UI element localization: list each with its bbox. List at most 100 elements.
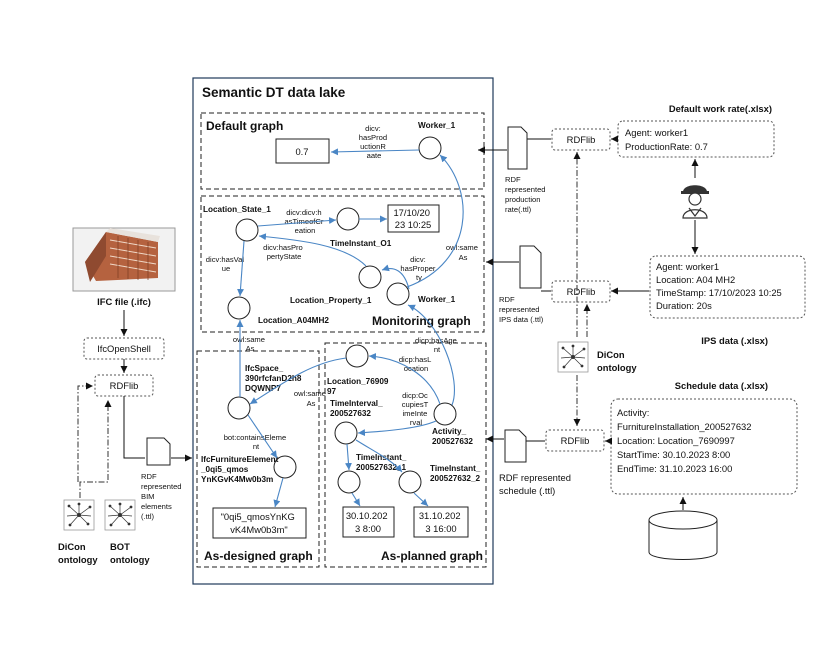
schedule-text: Activity: FurnitureInstallation_20052763… (617, 407, 754, 474)
edge-instant1-value (351, 492, 361, 507)
instant1-value-box (342, 506, 395, 538)
location-state-node (235, 218, 259, 242)
designed-graph-box (196, 350, 320, 568)
rel-property-label: dicv: hasProper ty (400, 255, 437, 282)
ips-box (649, 255, 806, 319)
rdf-schedule-label: RDF represented schedule (.ttl) (499, 472, 574, 496)
location-property-node (358, 265, 382, 289)
work-rate-title: Default work rate(.xlsx) (669, 103, 772, 114)
location-node (227, 296, 251, 320)
edge-space-contains (247, 414, 278, 459)
rdflib3-label: RDFlib (561, 435, 590, 446)
rdf-rate-label: RDF represented production rate(.ttl) (505, 175, 548, 214)
schedule-box (610, 398, 798, 495)
rel-location-label: dicp:hasL ocation (399, 355, 433, 373)
time-instant-node (336, 207, 360, 231)
furniture-node (273, 455, 297, 479)
edge-ontology-rdflib (79, 400, 112, 498)
work-rate-box (617, 120, 775, 158)
time-value: 17/10/20 23 10:25 (393, 207, 432, 230)
furniture-literal: "0qi5_qmosYnKG vK4Mw0b3m" (221, 511, 298, 535)
rdf-ips-label: RDF represented IPS data (.ttl) (499, 295, 544, 324)
default-worker-node (418, 136, 442, 160)
default-worker-label: Worker_1 (418, 121, 456, 130)
edge-worker-prop (381, 264, 410, 290)
work-rate-text: Agent: worker1 ProductionRate: 0.7 (625, 127, 708, 152)
monitoring-graph-box (200, 195, 485, 333)
edge-instant2-value (413, 492, 429, 507)
rel-contains-label: bot:containsEleme nt (224, 433, 289, 451)
rdflib2-box (551, 280, 611, 303)
instant2-label: TimeInstant_ 200527632_2 (430, 464, 483, 483)
time-instant-label: TimeInstant_O1 (330, 239, 392, 248)
instant2-node (398, 470, 422, 494)
right-dicon-label: DiCon ontology (597, 349, 637, 373)
data-lake-title: Semantic DT data lake (202, 85, 346, 100)
rdflib3-box (545, 429, 605, 452)
rdflib1-box (551, 128, 611, 151)
time-value-box (387, 204, 440, 233)
ips-text: Agent: worker1 Location: A04 MH2 TimeSta… (656, 261, 784, 311)
planned-graph-title: As-planned graph (381, 549, 483, 563)
rdf-bim-label: RDF represented BIM elements (.ttl) (141, 472, 184, 521)
location-label: Location_A04MH2 (258, 316, 329, 325)
default-value-box (275, 138, 330, 164)
default-rel-label: dicv: hasProd uctionR aate (359, 124, 389, 160)
activity-node (433, 402, 457, 426)
default-value: 0.7 (295, 146, 308, 157)
monitoring-worker-label: Worker_1 (418, 295, 456, 304)
edge-interval-instant2 (355, 439, 403, 473)
data-lake-frame (192, 77, 494, 585)
rel-time-label: dicv:dicv:h asTimeofCr eation (284, 208, 325, 235)
edge-rdflib-bim (123, 396, 145, 459)
rdflib2-label: RDFlib (567, 286, 596, 297)
instant1-node (337, 470, 361, 494)
ifcopenshell-label: IfcOpenShell (97, 343, 151, 354)
default-graph-title: Default graph (206, 119, 283, 133)
edge-state-location (237, 240, 245, 297)
rel-value-label: dicv:hasVal ue (206, 255, 246, 273)
space-label: IfcSpace_ 390rfcfanD2h8 DQWNP7 (245, 364, 304, 393)
location-property-label: Location_Property_1 (290, 296, 372, 305)
furniture-literal-box (212, 507, 307, 539)
space-node (227, 396, 251, 420)
building-icon (72, 227, 176, 292)
planned-graph-box (324, 342, 487, 568)
planned-location-label: Location_76909 97 (327, 377, 391, 396)
ifc-file-label: IFC file (.ifc) (97, 296, 151, 307)
document-icon (146, 437, 171, 466)
rel-agent-label: dicp:hasAge nt (415, 336, 459, 354)
edge-activity-agent (407, 304, 455, 406)
same-as-top-label: owl:same As (446, 243, 480, 262)
ifcopenshell-box (83, 337, 165, 360)
edge-state-time (257, 217, 337, 227)
ips-title: IPS data (.xlsx) (701, 335, 768, 346)
worker-icon (681, 185, 709, 219)
edge-interval-instant1 (344, 443, 352, 471)
planned-same-as-label: owl:same As (294, 389, 328, 408)
rel-prop-state-label: dicv:hasPro pertyState (263, 243, 305, 261)
document-icon (504, 429, 527, 463)
designed-graph-title: As-designed graph (204, 549, 313, 563)
instant2-value-box (413, 506, 469, 538)
ontology-graph-icon (557, 341, 589, 373)
default-rel-edge (330, 148, 420, 156)
edge-furniture-literal (273, 477, 284, 508)
furniture-label: IfcFurnitureElement _0qi5_qmos YnKGvK4Mw… (200, 455, 281, 484)
edge-prop-state (258, 233, 367, 267)
left-dicon-label: DiCon ontology (58, 541, 98, 565)
designed-same-as-label: owl:same As (233, 335, 267, 353)
location-state-label: Location_State_1 (203, 205, 271, 214)
instant1-label: TimeInstant_ 200527632_1 (356, 453, 409, 472)
edge-planned-sameas-space (249, 357, 347, 405)
edge-activity-interval (357, 420, 437, 437)
monitoring-graph-title: Monitoring graph (372, 314, 471, 328)
left-bot-label: BOT ontology (110, 541, 150, 565)
interval-label: TimeInterval_ 200527632 (330, 399, 385, 418)
document-icon (519, 245, 542, 289)
activity-label: Activity_ 200527632 (432, 427, 473, 446)
schedule-title: Schedule data (.xlsx) (675, 380, 768, 391)
rel-occupies-label: dicp:Oc cupiesT imeInte rval (402, 391, 431, 427)
